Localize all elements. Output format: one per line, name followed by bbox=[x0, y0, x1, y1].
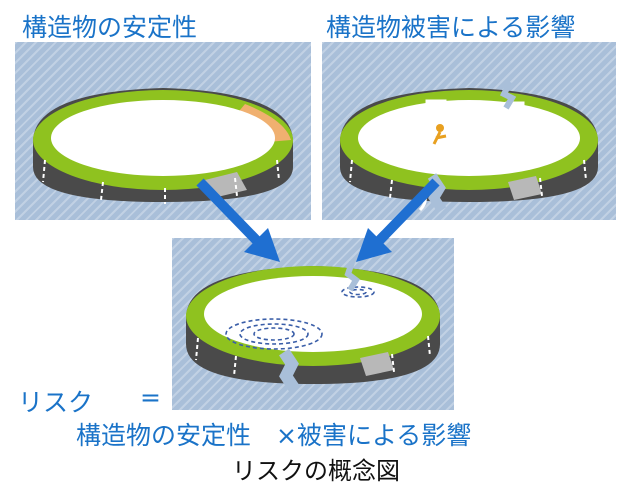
formula-product: 構造物の安定性 ×被害による影響 bbox=[76, 421, 472, 450]
panel-damage bbox=[322, 42, 616, 220]
formula-equals: = bbox=[140, 383, 161, 412]
panel-risk bbox=[172, 238, 454, 410]
title-stability: 構造物の安定性 bbox=[22, 13, 198, 42]
figure-caption: リスクの概念図 bbox=[232, 457, 400, 485]
person-icon bbox=[432, 124, 447, 145]
formula-risk-label: リスク bbox=[18, 383, 93, 419]
levee-ring-breached bbox=[340, 80, 598, 213]
levee-ring-risk bbox=[186, 261, 440, 392]
panel-stability bbox=[15, 42, 311, 220]
title-damage-impact: 構造物被害による影響 bbox=[326, 13, 576, 42]
levee-ring-intact bbox=[33, 88, 293, 204]
risk-label: リスク bbox=[18, 388, 94, 417]
